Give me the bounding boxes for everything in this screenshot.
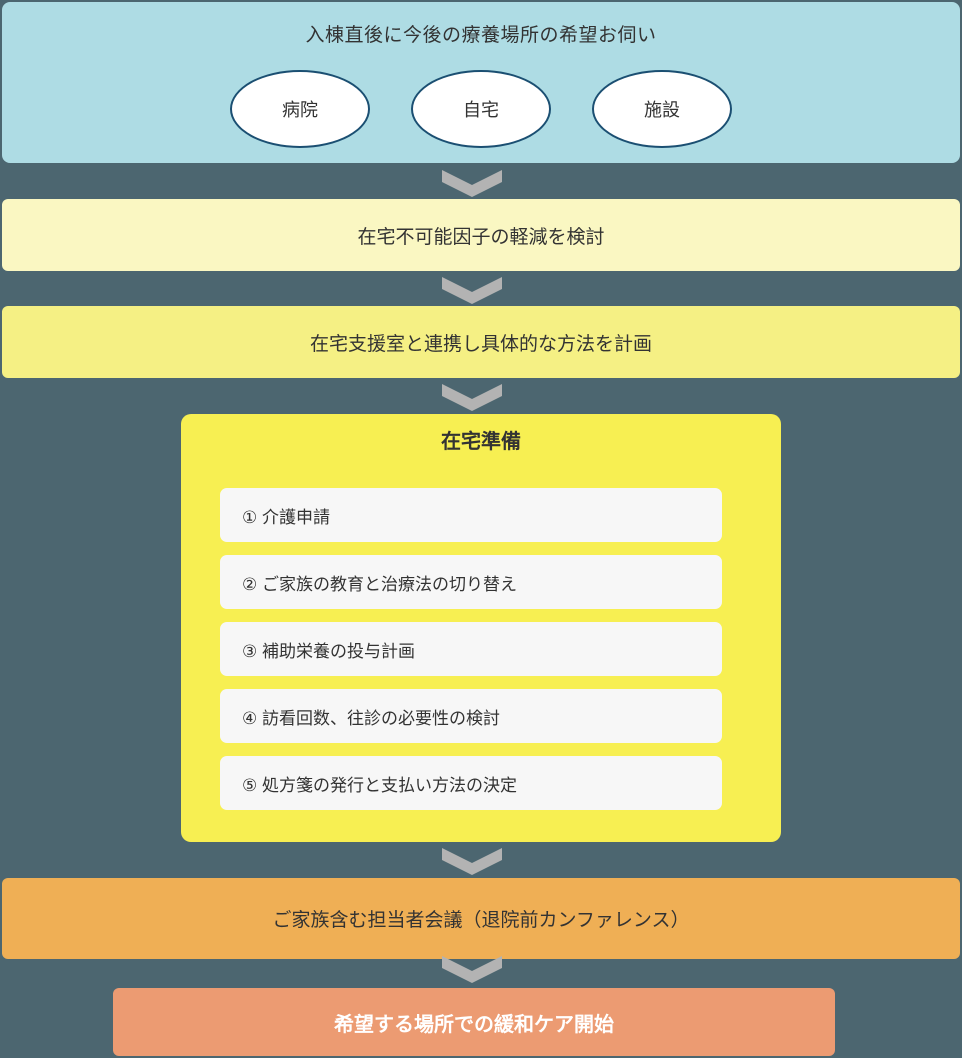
choice-facility[interactable]: 施設 — [592, 70, 732, 148]
step-band-plan-with-support-office: 在宅支援室と連携し具体的な方法を計画 — [2, 306, 960, 378]
prep-item-family-education[interactable]: ② ご家族の教育と治療法の切り替え — [220, 555, 722, 609]
discharge-conference-band: ご家族含む担当者会議（退院前カンファレンス） — [2, 878, 960, 959]
intake-panel: 入棟直後に今後の療養場所の希望お伺い 病院 自宅 施設 — [2, 2, 960, 163]
chevron-down-icon-1 — [442, 170, 502, 197]
discharge-conference-label: ご家族含む担当者会議（退院前カンファレンス） — [272, 910, 690, 931]
prep-item-care-application[interactable]: ① 介護申請 — [220, 488, 722, 542]
home-preparation-heading: 在宅準備 — [441, 431, 521, 453]
step-band-2-label: 在宅支援室と連携し具体的な方法を計画 — [309, 333, 652, 355]
prep-item-prescription-payment[interactable]: ⑤ 処方箋の発行と支払い方法の決定 — [220, 756, 722, 810]
home-preparation-panel: 在宅準備 ① 介護申請 ② ご家族の教育と治療法の切り替え ③ 補助栄養の投与計… — [181, 414, 781, 842]
chevron-down-icon-3 — [442, 384, 502, 411]
prep-item-nutrition-plan[interactable]: ③ 補助栄養の投与計画 — [220, 622, 722, 676]
palliative-care-start-label: 希望する場所での緩和ケア開始 — [334, 1013, 614, 1036]
intake-title: 入棟直後に今後の療養場所の希望お伺い — [305, 25, 657, 46]
choice-home[interactable]: 自宅 — [411, 70, 551, 148]
prep-item-visit-frequency[interactable]: ④ 訪看回数、往診の必要性の検討 — [220, 689, 722, 743]
home-preparation-list: ① 介護申請 ② ご家族の教育と治療法の切り替え ③ 補助栄養の投与計画 ④ 訪… — [220, 488, 722, 810]
choice-hospital[interactable]: 病院 — [230, 70, 370, 148]
step-band-1-label: 在宅不可能因子の軽減を検討 — [357, 226, 605, 248]
chevron-down-icon-2 — [442, 277, 502, 304]
step-band-reduce-barriers: 在宅不可能因子の軽減を検討 — [2, 199, 960, 271]
care-location-choices: 病院 自宅 施設 — [2, 70, 960, 148]
chevron-down-icon-4 — [442, 848, 502, 875]
palliative-care-start-band: 希望する場所での緩和ケア開始 — [113, 988, 835, 1056]
chevron-down-icon-5 — [442, 956, 502, 983]
